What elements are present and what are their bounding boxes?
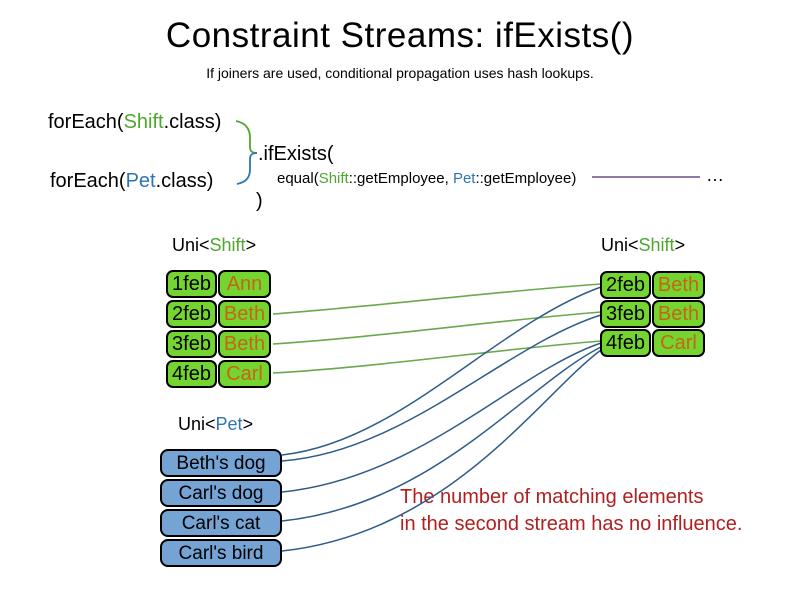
green-line-4feb	[272, 340, 602, 374]
employee-cell: Ann	[218, 270, 271, 298]
blue-line-carlsdog-4feb	[281, 342, 602, 493]
date-cell: 4feb	[166, 360, 217, 388]
uni-shift-left-pre: Uni<	[172, 235, 210, 255]
shift-row-left-4: 4feb Carl	[166, 360, 271, 388]
employee-cell: Beth	[652, 271, 705, 299]
shift-row-right-3: 4feb Carl	[600, 329, 705, 357]
date-cell: 4feb	[600, 329, 651, 357]
brace-top-green	[235, 120, 258, 154]
code-close-paren: )	[256, 190, 263, 212]
uni-shift-right-post: >	[674, 235, 686, 255]
code-foreach-shift-fn: forEach(	[48, 111, 124, 133]
code-foreach-pet-arg: Pet	[125, 170, 156, 192]
uni-pet-post: >	[242, 414, 254, 434]
shift-row-left-1: 1feb Ann	[166, 270, 271, 298]
shift-row-right-2: 3feb Beth	[600, 300, 705, 328]
pet-item: Carl's bird	[160, 539, 282, 567]
uni-pet-label: Uni<Pet>	[178, 414, 253, 435]
code-equal-joiner: equal(Shift::getEmployee, Pet::getEmploy…	[277, 170, 576, 187]
code-equal-fn: equal(	[277, 170, 319, 187]
slide-subtitle: If joiners are used, conditional propaga…	[206, 65, 594, 81]
employee-cell: Beth	[218, 330, 271, 358]
code-equal-arg2: Pet	[452, 170, 476, 187]
code-foreach-pet-fn: forEach(	[50, 170, 126, 192]
green-line-2feb	[272, 283, 602, 315]
joiner-ellipsis: …	[706, 165, 724, 185]
blue-line-bethsdog-2feb	[281, 286, 602, 456]
date-cell: 2feb	[166, 300, 217, 328]
brace-connector	[235, 120, 258, 185]
brace-bottom-blue	[236, 152, 258, 185]
note-text: The number of matching elements in the s…	[400, 484, 742, 538]
note-line-1: The number of matching elements	[400, 486, 704, 508]
employee-cell: Beth	[218, 300, 271, 328]
code-foreach-pet-suffix: .class)	[155, 170, 214, 192]
uni-shift-right-type: Shift	[638, 235, 675, 255]
note-line-2: in the second stream has no influence.	[400, 513, 743, 535]
shift-row-left-3: 3feb Beth	[166, 330, 271, 358]
code-equal-sep1: ::getEmployee,	[348, 170, 453, 187]
pet-item: Carl's cat	[160, 509, 282, 537]
shift-row-left-2: 2feb Beth	[166, 300, 271, 328]
code-equal-arg1: Shift	[318, 170, 349, 187]
slide-title: Constraint Streams: ifExists()	[165, 16, 635, 55]
shift-row-right-1: 2feb Beth	[600, 271, 705, 299]
code-foreach-shift-arg: Shift	[123, 111, 164, 133]
green-line-3feb	[272, 311, 602, 345]
date-cell: 3feb	[166, 330, 217, 358]
code-foreach-shift-suffix: .class)	[163, 111, 222, 133]
code-ifexists: .ifExists(	[258, 143, 334, 165]
date-cell: 1feb	[166, 270, 217, 298]
code-foreach-pet: forEach(Pet.class)	[50, 170, 213, 193]
date-cell: 3feb	[600, 300, 651, 328]
pet-item: Beth's dog	[160, 449, 282, 477]
uni-shift-left-type: Shift	[209, 235, 246, 255]
date-cell: 2feb	[600, 271, 651, 299]
uni-pet-type: Pet	[215, 414, 243, 434]
pet-item: Carl's dog	[160, 479, 282, 507]
joiner-continuation-line	[592, 176, 700, 178]
blue-line-bethsdog-3feb	[281, 314, 602, 462]
code-equal-sep2: ::getEmployee)	[475, 170, 577, 187]
employee-cell: Beth	[652, 300, 705, 328]
green-match-lines	[272, 283, 602, 374]
employee-cell: Carl	[652, 329, 705, 357]
uni-shift-right-pre: Uni<	[601, 235, 639, 255]
uni-shift-left-label: Uni<Shift>	[172, 235, 256, 256]
employee-cell: Carl	[218, 360, 271, 388]
code-foreach-shift: forEach(Shift.class)	[48, 111, 221, 134]
uni-shift-left-post: >	[245, 235, 257, 255]
uni-pet-pre: Uni<	[178, 414, 216, 434]
uni-shift-right-label: Uni<Shift>	[601, 235, 685, 256]
